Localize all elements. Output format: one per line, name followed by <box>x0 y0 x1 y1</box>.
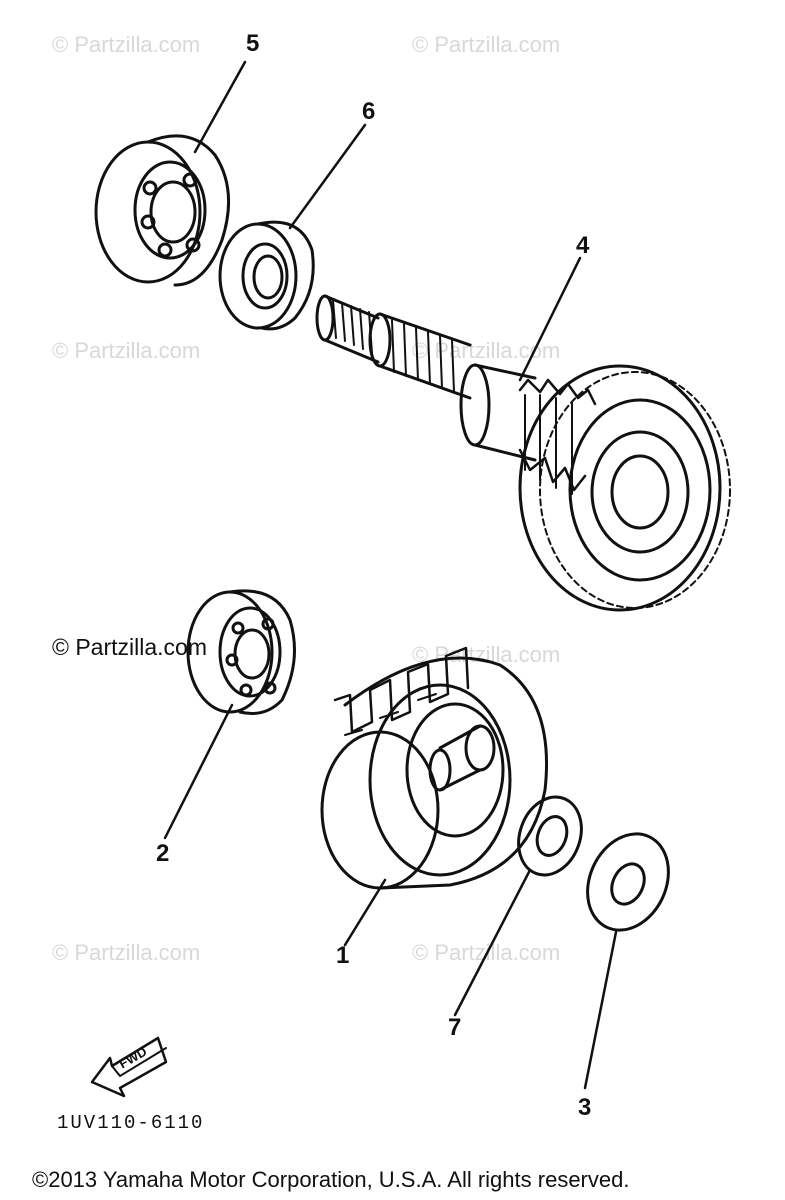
watermark: © Partzilla.com <box>412 32 561 57</box>
part-1-gear <box>320 646 549 890</box>
part-7-washer <box>517 795 583 877</box>
leader-3 <box>583 930 618 1090</box>
watermark: © Partzilla.com <box>52 940 201 965</box>
callout-7: 7 <box>448 1014 462 1041</box>
leader-lines <box>163 60 618 1090</box>
part-3-washer <box>586 832 670 932</box>
part-2-bearing <box>186 589 296 715</box>
leader-7 <box>453 868 532 1017</box>
leader-4 <box>518 256 582 382</box>
callout-1: 1 <box>336 942 350 969</box>
watermark: © Partzilla.com <box>412 642 561 667</box>
drawing-code: 1UV110-6110 <box>57 1112 205 1134</box>
fwd-arrow-icon <box>90 1036 168 1098</box>
watermark: © Partzilla.com <box>52 338 201 363</box>
callout-6: 6 <box>362 98 376 125</box>
leader-6 <box>288 123 367 230</box>
watermark: © Partzilla.com <box>52 32 201 57</box>
callout-5: 5 <box>246 30 260 57</box>
part-5-bearing <box>94 134 231 287</box>
partzilla-notice: © Partzilla.com <box>52 634 207 660</box>
callout-4: 4 <box>576 232 590 259</box>
callout-3: 3 <box>578 1094 592 1121</box>
copyright-text: ©2013 Yamaha Motor Corporation, U.S.A. A… <box>32 1167 630 1192</box>
leader-2 <box>163 703 234 840</box>
leader-5 <box>193 60 247 154</box>
leader-1 <box>343 878 387 947</box>
part-6-oil-seal <box>218 220 315 331</box>
callout-2: 2 <box>156 840 170 867</box>
part-4-shaft-gear <box>315 294 731 612</box>
